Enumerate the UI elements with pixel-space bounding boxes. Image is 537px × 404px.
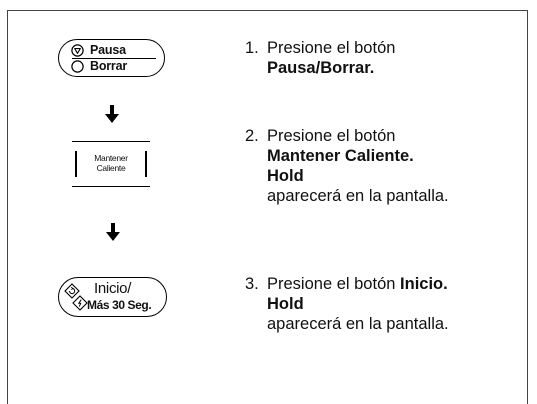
mantener-caliente-button[interactable]: Mantener Caliente: [72, 141, 150, 187]
mantener-label: Mantener: [94, 153, 128, 163]
step-2: 2. Presione el botón Mantener Caliente. H…: [245, 126, 449, 206]
plus30-diamond-icon: [72, 295, 88, 311]
step-after-text: aparecerá en la pantalla.: [267, 315, 449, 333]
instruction-panel: [7, 10, 528, 404]
step-number: 1.: [245, 39, 259, 57]
inicio-button[interactable]: Inicio/ Más 30 Seg.: [58, 277, 167, 317]
pausa-label: Pausa: [90, 43, 126, 57]
step-display-text: Hold: [267, 295, 304, 313]
step-1: 1. Presione el botón Pausa/Borrar.: [245, 38, 395, 78]
start-diamond-icon: [64, 283, 80, 299]
mas-30-seg-label: Más 30 Seg.: [87, 298, 152, 312]
step-after-text: aparecerá en la pantalla.: [267, 187, 449, 205]
pausa-borrar-button[interactable]: Pausa Borrar: [58, 39, 165, 77]
step-number: 2.: [245, 127, 259, 145]
pause-triangle-icon: [71, 43, 84, 57]
arrow-down-icon: [106, 223, 120, 241]
step-button-name: Mantener Caliente.: [267, 147, 414, 165]
step-text: Presione el botón: [267, 39, 396, 57]
step-display-text: Hold: [267, 167, 304, 185]
pausa-divider: [72, 58, 156, 59]
step-text: Presione el botón: [267, 127, 396, 145]
arrow-down-icon: [105, 105, 119, 123]
step-button-name: Inicio.: [400, 275, 448, 293]
step-number: 3.: [245, 275, 259, 293]
caliente-label: Caliente: [96, 163, 126, 173]
borrar-label: Borrar: [90, 59, 128, 73]
step-3: 3. Presione el botón Inicio. Hold aparece…: [245, 274, 449, 334]
borrar-circle-icon: [71, 59, 84, 73]
step-button-name: Pausa/Borrar.: [267, 59, 375, 77]
inicio-label: Inicio/: [94, 280, 132, 297]
step-text: Presione el botón: [267, 275, 396, 293]
